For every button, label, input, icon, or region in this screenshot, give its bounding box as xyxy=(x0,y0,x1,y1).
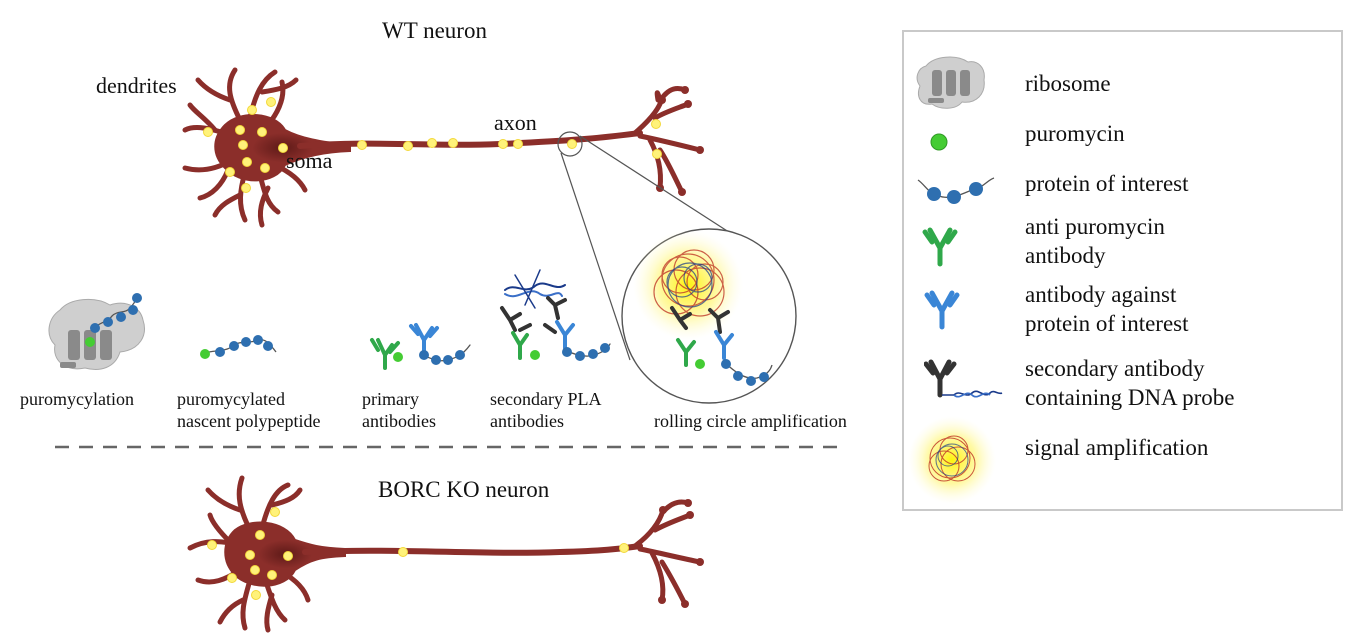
protein-antibody-icon xyxy=(924,290,960,330)
ko-neuron-title: BORC KO neuron xyxy=(378,477,550,502)
step-rolling-circle-icon xyxy=(621,228,797,404)
ko-axon xyxy=(302,543,643,556)
step-primary-antibodies-icon xyxy=(370,323,471,370)
zoom-connector xyxy=(557,131,736,361)
step-puromycylation-icon xyxy=(48,293,145,370)
anti-puromycin-antibody-icon xyxy=(922,227,958,267)
step-nascent-polypeptide-icon xyxy=(200,335,277,359)
step-label-puromycylation: puromycylation xyxy=(20,389,134,409)
step-label-nascent-polypeptide: puromycylated nascent polypeptide xyxy=(177,389,321,431)
legend-label-puromycin: puromycin xyxy=(1025,121,1125,146)
puromycin-icon xyxy=(930,133,948,151)
wt-neuron xyxy=(182,67,704,228)
legend-label-protein: protein of interest xyxy=(1025,171,1189,196)
legend-label-ribosome: ribosome xyxy=(1025,71,1111,96)
wt-neuron-title: WT neuron xyxy=(382,18,487,43)
legend-label-protein-antibody: antibody against protein of interest xyxy=(1025,282,1189,336)
signal-amplification-icon xyxy=(908,416,996,504)
legend-label-anti-puromycin: anti puromycin antibody xyxy=(1025,214,1165,268)
step-secondary-pla-icon xyxy=(500,269,611,361)
step-label-rolling-circle: rolling circle amplification xyxy=(654,411,847,431)
wt-axon xyxy=(297,130,643,149)
step-label-secondary-pla: secondary PLA antibodies xyxy=(490,389,602,431)
axon-label: axon xyxy=(494,110,537,135)
legend-label-secondary-antibody: secondary antibody containing DNA probe xyxy=(1025,356,1235,410)
ribosome-icon xyxy=(916,56,985,109)
legend-panel: ribosome puromycin protein of interest a… xyxy=(902,30,1343,511)
dendrites-label: dendrites xyxy=(96,73,177,98)
legend-label-signal-amplification: signal amplification xyxy=(1025,435,1209,460)
soma-label: soma xyxy=(286,148,333,173)
step-label-primary-antibodies: primary antibodies xyxy=(362,389,436,431)
protein-icon xyxy=(917,177,995,204)
secondary-antibody-icon xyxy=(924,359,1003,398)
